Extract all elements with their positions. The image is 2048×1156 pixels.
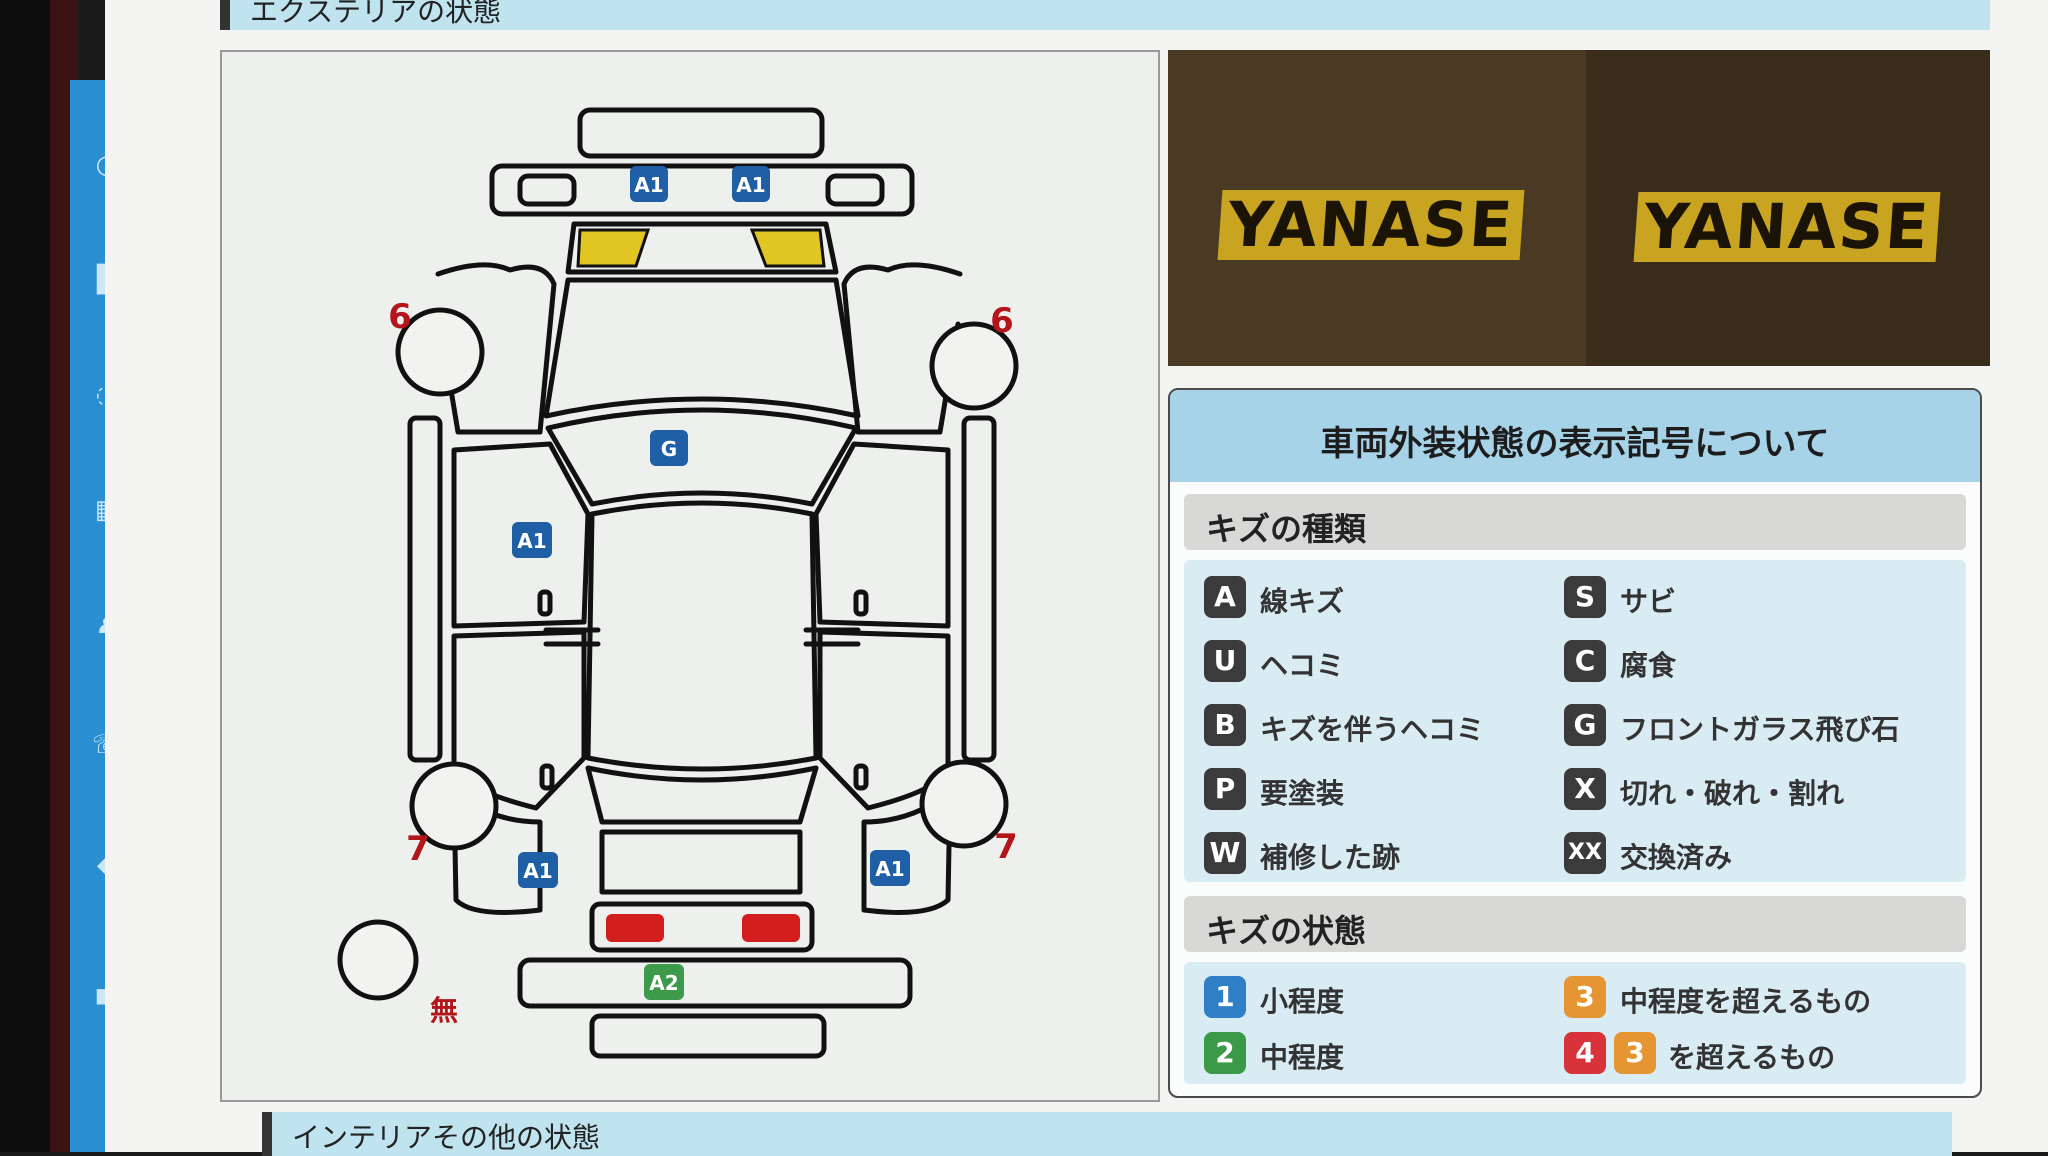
badge-xx: XX <box>1564 832 1606 874</box>
rear-bumper-lower <box>589 1013 827 1059</box>
legend-label-xx: 交換済み <box>1620 841 1733 874</box>
badge-severity-3: 3 <box>1564 976 1606 1018</box>
damage-types-heading: キズの種類 <box>1206 510 1367 548</box>
tire-label-rear-left: 7 <box>406 829 430 869</box>
legend-label-u: ヘコミ <box>1260 649 1345 682</box>
mark-left-front-door-label: A1 <box>517 529 546 553</box>
tire-label-spare: 無 <box>430 994 458 1027</box>
mark-rear-left-label: A1 <box>523 859 552 883</box>
legend-panel: 車両外装状態の表示記号について キズの種類 A 線キズ S サビ U ヘコミ C… <box>1168 388 1982 1098</box>
taillight-left <box>606 914 664 942</box>
severity-heading: キズの状態 <box>1206 912 1367 950</box>
rear-window <box>585 765 819 825</box>
badge-severity-4: 4 <box>1564 1032 1606 1074</box>
taillight-bar <box>589 901 815 953</box>
mark-windshield-label: G <box>661 437 677 461</box>
interior-section-header: インテリアその他の状態 <box>262 1112 1952 1156</box>
trunk-lid <box>599 829 803 895</box>
badge-b: B <box>1204 704 1246 746</box>
exterior-section-title: エクステリアの状態 <box>250 0 502 28</box>
front-bumper <box>489 163 915 217</box>
spare-tire <box>337 919 419 1001</box>
rear-bumper <box>517 957 913 1009</box>
yanase-sign-right: YANASE <box>1633 190 1941 263</box>
dealer-photo: YANASE YANASE <box>1168 50 1990 366</box>
legend-label-p: 要塗装 <box>1260 777 1345 810</box>
tire-rear-left <box>409 761 499 851</box>
mark-rear-right[interactable] <box>870 850 910 886</box>
hood <box>543 277 861 419</box>
badge-p: P <box>1204 768 1246 810</box>
taillight-right <box>742 914 800 942</box>
tire-label-front-left: 6 <box>388 297 412 337</box>
damage-types-header: キズの種類 <box>1184 494 1966 550</box>
mark-rear-bumper[interactable] <box>644 964 684 1000</box>
legend-title: 車両外装状態の表示記号について <box>1320 424 1830 464</box>
windshield <box>545 407 859 507</box>
badge-x: X <box>1564 768 1606 810</box>
mark-front-right[interactable] <box>732 166 770 202</box>
exterior-section-header: エクステリアの状態 <box>220 0 1990 30</box>
right-front-fender <box>841 262 963 435</box>
car-outline-svg: A1 A1 G A1 A1 A1 A2 6 6 7 7 無 <box>337 107 1019 1059</box>
mark-front-left[interactable] <box>630 166 668 202</box>
badge-s: S <box>1564 576 1606 618</box>
mark-rear-bumper-label: A2 <box>649 971 678 995</box>
interior-section-title: インテリアその他の状態 <box>292 1121 601 1154</box>
yanase-sign-left: YANASE <box>1217 188 1525 261</box>
tire-front-left <box>395 307 485 397</box>
badge-severity-4-ref: 3 <box>1614 1032 1656 1074</box>
badge-c: C <box>1564 640 1606 682</box>
legend-label-b: キズを伴うヘコミ <box>1260 713 1485 746</box>
severity-label-2: 中程度 <box>1260 1041 1345 1074</box>
right-front-door <box>813 441 951 629</box>
severity-label-4: を超えるもの <box>1668 1041 1836 1074</box>
headlight-left <box>576 228 651 268</box>
mark-rear-right-label: A1 <box>875 857 904 881</box>
mark-front-right-label: A1 <box>736 173 765 197</box>
legend-label-s: サビ <box>1620 585 1677 618</box>
right-side-sill <box>961 415 997 763</box>
legend-label-x: 切れ・破れ・割れ <box>1620 777 1845 810</box>
roof <box>585 500 819 772</box>
legend-label-c: 腐食 <box>1620 649 1677 682</box>
badge-w: W <box>1204 832 1246 874</box>
severity-label-3: 中程度を超えるもの <box>1620 985 1872 1018</box>
mark-rear-left[interactable] <box>518 852 558 888</box>
mark-windshield[interactable] <box>650 430 688 466</box>
left-front-fender <box>435 262 557 435</box>
legend-label-g: フロントガラス飛び石 <box>1620 713 1900 746</box>
badge-a: A <box>1204 576 1246 618</box>
severity-label-1: 小程度 <box>1260 985 1345 1018</box>
badge-severity-2: 2 <box>1204 1032 1246 1074</box>
left-side-sill <box>407 415 443 763</box>
headlight-right <box>749 228 826 268</box>
badge-u: U <box>1204 640 1246 682</box>
left-front-door <box>451 441 591 629</box>
severity-header: キズの状態 <box>1184 896 1966 952</box>
legend-header: 車両外装状態の表示記号について <box>1170 390 1980 482</box>
tire-rear-right <box>919 759 1009 849</box>
headlight-bar <box>565 221 839 275</box>
car-damage-diagram: A1 A1 G A1 A1 A1 A2 6 6 7 7 無 <box>220 50 1160 1102</box>
front-bumper-top <box>577 107 825 159</box>
tire-label-rear-right: 7 <box>994 827 1018 867</box>
mark-front-left-label: A1 <box>634 173 663 197</box>
legend-label-a: 線キズ <box>1260 585 1345 618</box>
mark-left-front-door[interactable] <box>512 522 552 558</box>
badge-g: G <box>1564 704 1606 746</box>
badge-severity-1: 1 <box>1204 976 1246 1018</box>
legend-label-w: 補修した跡 <box>1260 841 1401 874</box>
tire-label-front-right: 6 <box>990 301 1014 341</box>
tire-front-right <box>929 321 1019 411</box>
